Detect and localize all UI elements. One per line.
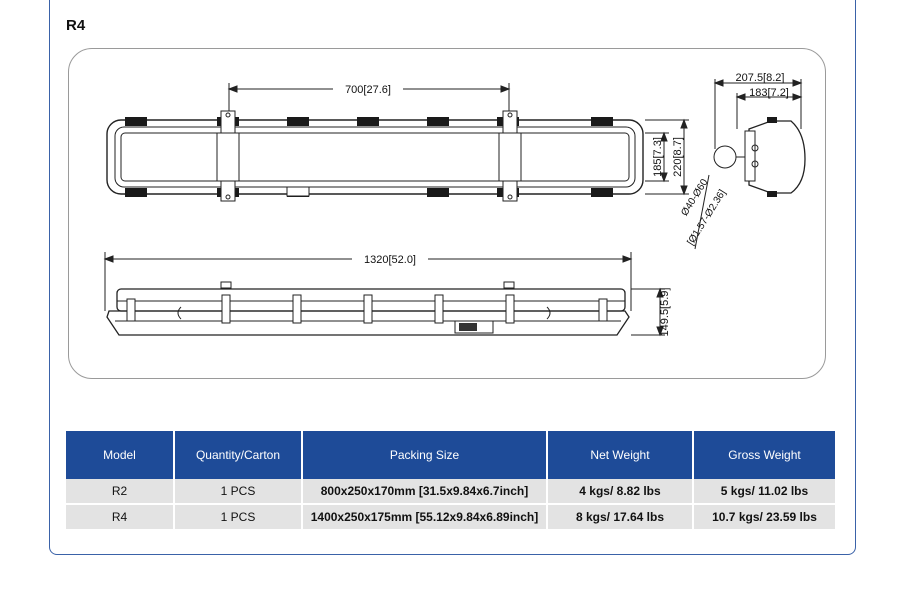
front-clips — [126, 294, 608, 324]
cell-net-weight: 8 kgs/ 17.64 lbs — [547, 504, 694, 531]
header-gross-weight: Gross Weight — [693, 431, 835, 479]
header-packing-size: Packing Size — [302, 431, 548, 479]
cell-packing-size: 1400x250x175mm [55.12x9.84x6.89inch] — [302, 504, 548, 531]
header-quantity: Quantity/Carton — [174, 431, 303, 479]
header-net-weight: Net Weight — [547, 431, 694, 479]
model-title: R4 — [66, 17, 86, 34]
dim-label-220: 220[8.7] — [672, 137, 684, 177]
cell-model: R4 — [66, 504, 175, 531]
table-row: R2 1 PCS 800x250x170mm [31.5x9.84x6.7inc… — [66, 479, 835, 505]
front-base — [106, 310, 630, 336]
dim-label-207: 207.5[8.2] — [736, 72, 785, 84]
cell-quantity: 1 PCS — [174, 504, 303, 531]
cell-quantity: 1 PCS — [174, 479, 303, 505]
dim-label-183: 183[7.2] — [749, 87, 789, 99]
dim-label-185: 185[7.3] — [652, 137, 664, 177]
cell-model: R2 — [66, 479, 175, 505]
cell-packing-size: 800x250x170mm [31.5x9.84x6.7inch] — [302, 479, 548, 505]
dim-label-700: 700[27.6] — [345, 84, 391, 96]
top-housing-outer — [106, 119, 644, 195]
header-model: Model — [66, 431, 175, 479]
table-header-row: Model Quantity/Carton Packing Size Net W… — [66, 431, 835, 479]
packing-table: Model Quantity/Carton Packing Size Net W… — [66, 431, 835, 531]
technical-drawing: 700[27.6] 1320[52.0] 185[7.3] 220[8.7] 1… — [68, 48, 826, 379]
top-clips — [125, 117, 613, 197]
side-profile — [748, 120, 806, 194]
cell-net-weight: 4 kgs/ 8.82 lbs — [547, 479, 694, 505]
dim-label-1320: 1320[52.0] — [364, 254, 416, 266]
table-row: R4 1 PCS 1400x250x175mm [55.12x9.84x6.89… — [66, 504, 835, 531]
pipe-clamp — [713, 145, 737, 169]
cell-gross-weight: 5 kgs/ 11.02 lbs — [693, 479, 835, 505]
dim-label-149: 149.5[5.9] — [659, 288, 671, 337]
cell-gross-weight: 10.7 kgs/ 23.59 lbs — [693, 504, 835, 531]
drawing-svg: 700[27.6] 1320[52.0] 185[7.3] 220[8.7] 1… — [103, 72, 806, 337]
